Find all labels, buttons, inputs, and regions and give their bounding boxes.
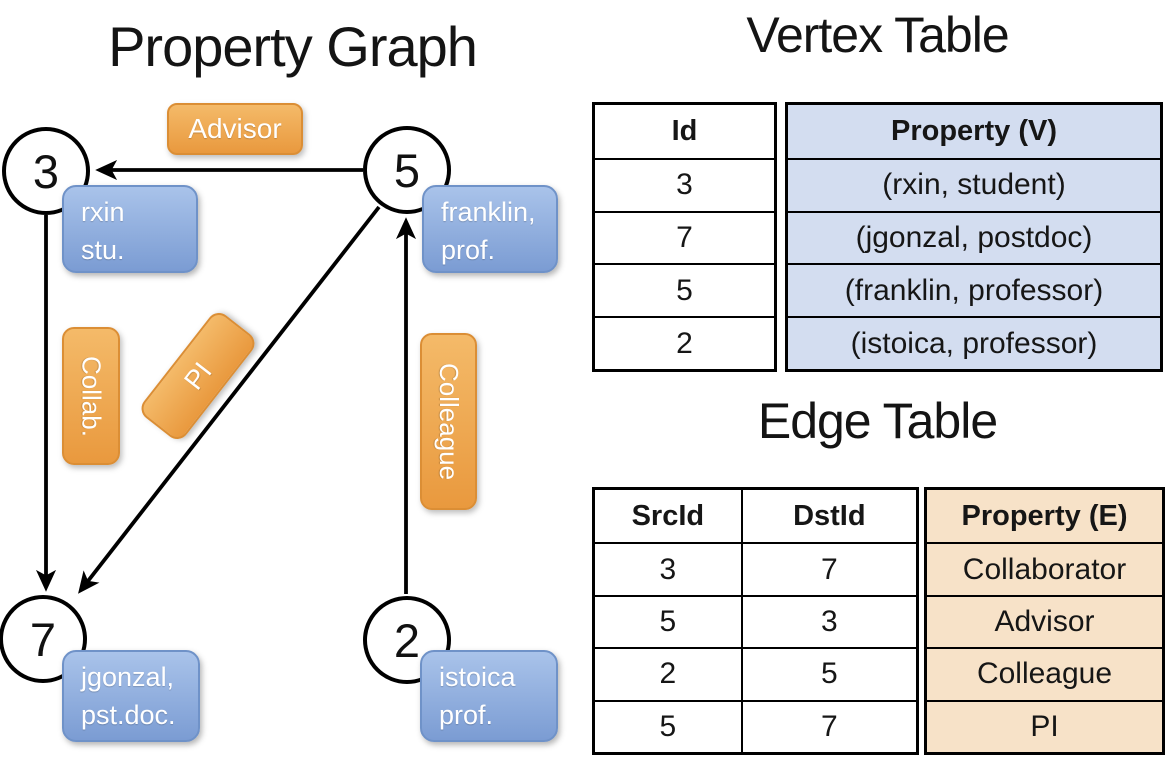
vertex-table-property-cell: (istoica, professor) bbox=[788, 316, 1160, 369]
edge-table-property-cell: Advisor bbox=[927, 594, 1162, 647]
edge-label-collab: Collab. bbox=[62, 327, 120, 465]
edge-table-src-dst-columns: SrcId DstId 3 7 5 3 2 5 5 7 bbox=[592, 487, 919, 755]
property-graph-title: Property Graph bbox=[108, 15, 478, 78]
vertex-property-box-5: franklin, prof. bbox=[422, 185, 558, 273]
edge-table-property-column: Property (E) Collaborator Advisor Collea… bbox=[924, 487, 1165, 755]
edge-label-colleague-text: Colleague bbox=[434, 362, 464, 481]
edge-label-advisor: Advisor bbox=[167, 103, 303, 155]
vertex-table-property-cell: (rxin, student) bbox=[788, 157, 1160, 211]
vertex-table-header-id: Id bbox=[671, 114, 698, 147]
edge-table-dst-cell: 7 bbox=[742, 699, 916, 752]
edge-table-src-cell: 5 bbox=[595, 594, 743, 648]
vertex-node-5: 5 bbox=[363, 126, 451, 214]
edge-table-src-cell: 5 bbox=[595, 699, 743, 752]
vertex-table-property-column: Property (V) (rxin, student) (jgonzal, p… bbox=[785, 102, 1163, 372]
vertex-property-box-3: rxin stu. bbox=[62, 185, 198, 273]
vertex-table-id-cell: 5 bbox=[595, 263, 774, 316]
edge-table-dst-cell: 5 bbox=[742, 647, 916, 699]
vertex-property-box-2: istoica prof. bbox=[420, 650, 558, 742]
edge-table-header-srcid: SrcId bbox=[595, 490, 743, 543]
vertex-table-property-cell: (franklin, professor) bbox=[788, 263, 1160, 316]
edge-table-src-cell: 2 bbox=[595, 647, 743, 700]
edge-table-title: Edge Table bbox=[757, 393, 998, 449]
edge-table-property-cell: Colleague bbox=[927, 647, 1162, 699]
edge-label-collab-text: Collab. bbox=[76, 355, 107, 437]
vertex-node-3: 3 bbox=[2, 127, 90, 215]
vertex-table-header-property: Property (V) bbox=[891, 114, 1057, 147]
vertex-table-id-column: Id 3 7 5 2 bbox=[592, 102, 777, 372]
vertex-table-id-cell: 3 bbox=[595, 157, 774, 211]
vertex-table-title: Vertex Table bbox=[746, 7, 1009, 63]
edge-label-colleague: Colleague bbox=[420, 333, 477, 510]
edge-table-property-cell: PI bbox=[927, 699, 1162, 752]
edge-label-pi: PI bbox=[136, 308, 260, 444]
vertex-table-id-cell: 2 bbox=[595, 316, 774, 369]
edge-table-dst-cell: 3 bbox=[742, 594, 916, 647]
edge-table-header-dstid: DstId bbox=[793, 499, 866, 532]
edge-table-dst-cell: 7 bbox=[742, 542, 916, 594]
vertex-table-id-cell: 7 bbox=[595, 210, 774, 264]
edge-table-src-cell: 3 bbox=[595, 542, 743, 595]
edge-table-property-cell: Collaborator bbox=[927, 542, 1162, 594]
vertex-property-box-7: jgonzal, pst.doc. bbox=[62, 650, 200, 742]
vertex-table-property-cell: (jgonzal, postdoc) bbox=[788, 210, 1160, 264]
edge-table-header-property: Property (E) bbox=[961, 499, 1128, 532]
